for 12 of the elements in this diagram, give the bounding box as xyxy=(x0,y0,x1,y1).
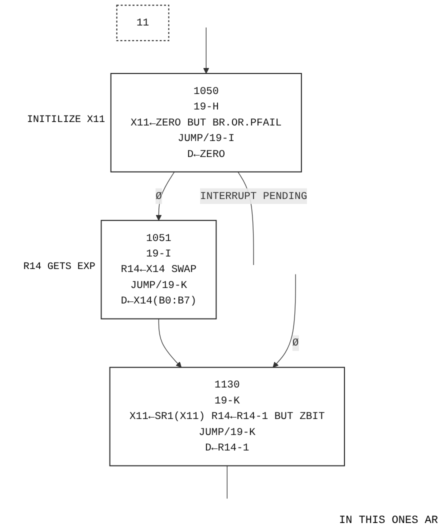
comment-text: R14 GETS EXP xyxy=(22,262,96,274)
arrow xyxy=(156,172,175,221)
connector-line xyxy=(226,465,228,499)
note-text: IN THIS ONES AR xyxy=(338,515,438,527)
arrow xyxy=(203,27,210,74)
arrow xyxy=(158,318,182,368)
arrow xyxy=(272,274,296,368)
process-box: 1051 19-I R14←X14 SWAP JUMP/19-K D←X14(B0:B7) xyxy=(100,220,217,320)
comment-text: INITILIZE X11 xyxy=(26,114,106,127)
process-box: 1050 19-H X11←ZERO BUT BR.OR.PFAIL JUMP/19-I D←ZERO xyxy=(110,72,302,172)
process-box: 1130 19-K X11←SR1(X11) R14←R14-1 BUT ZBIT JUMP/19-K D←R14-1 xyxy=(109,366,346,466)
process-box: 11 xyxy=(116,4,170,42)
